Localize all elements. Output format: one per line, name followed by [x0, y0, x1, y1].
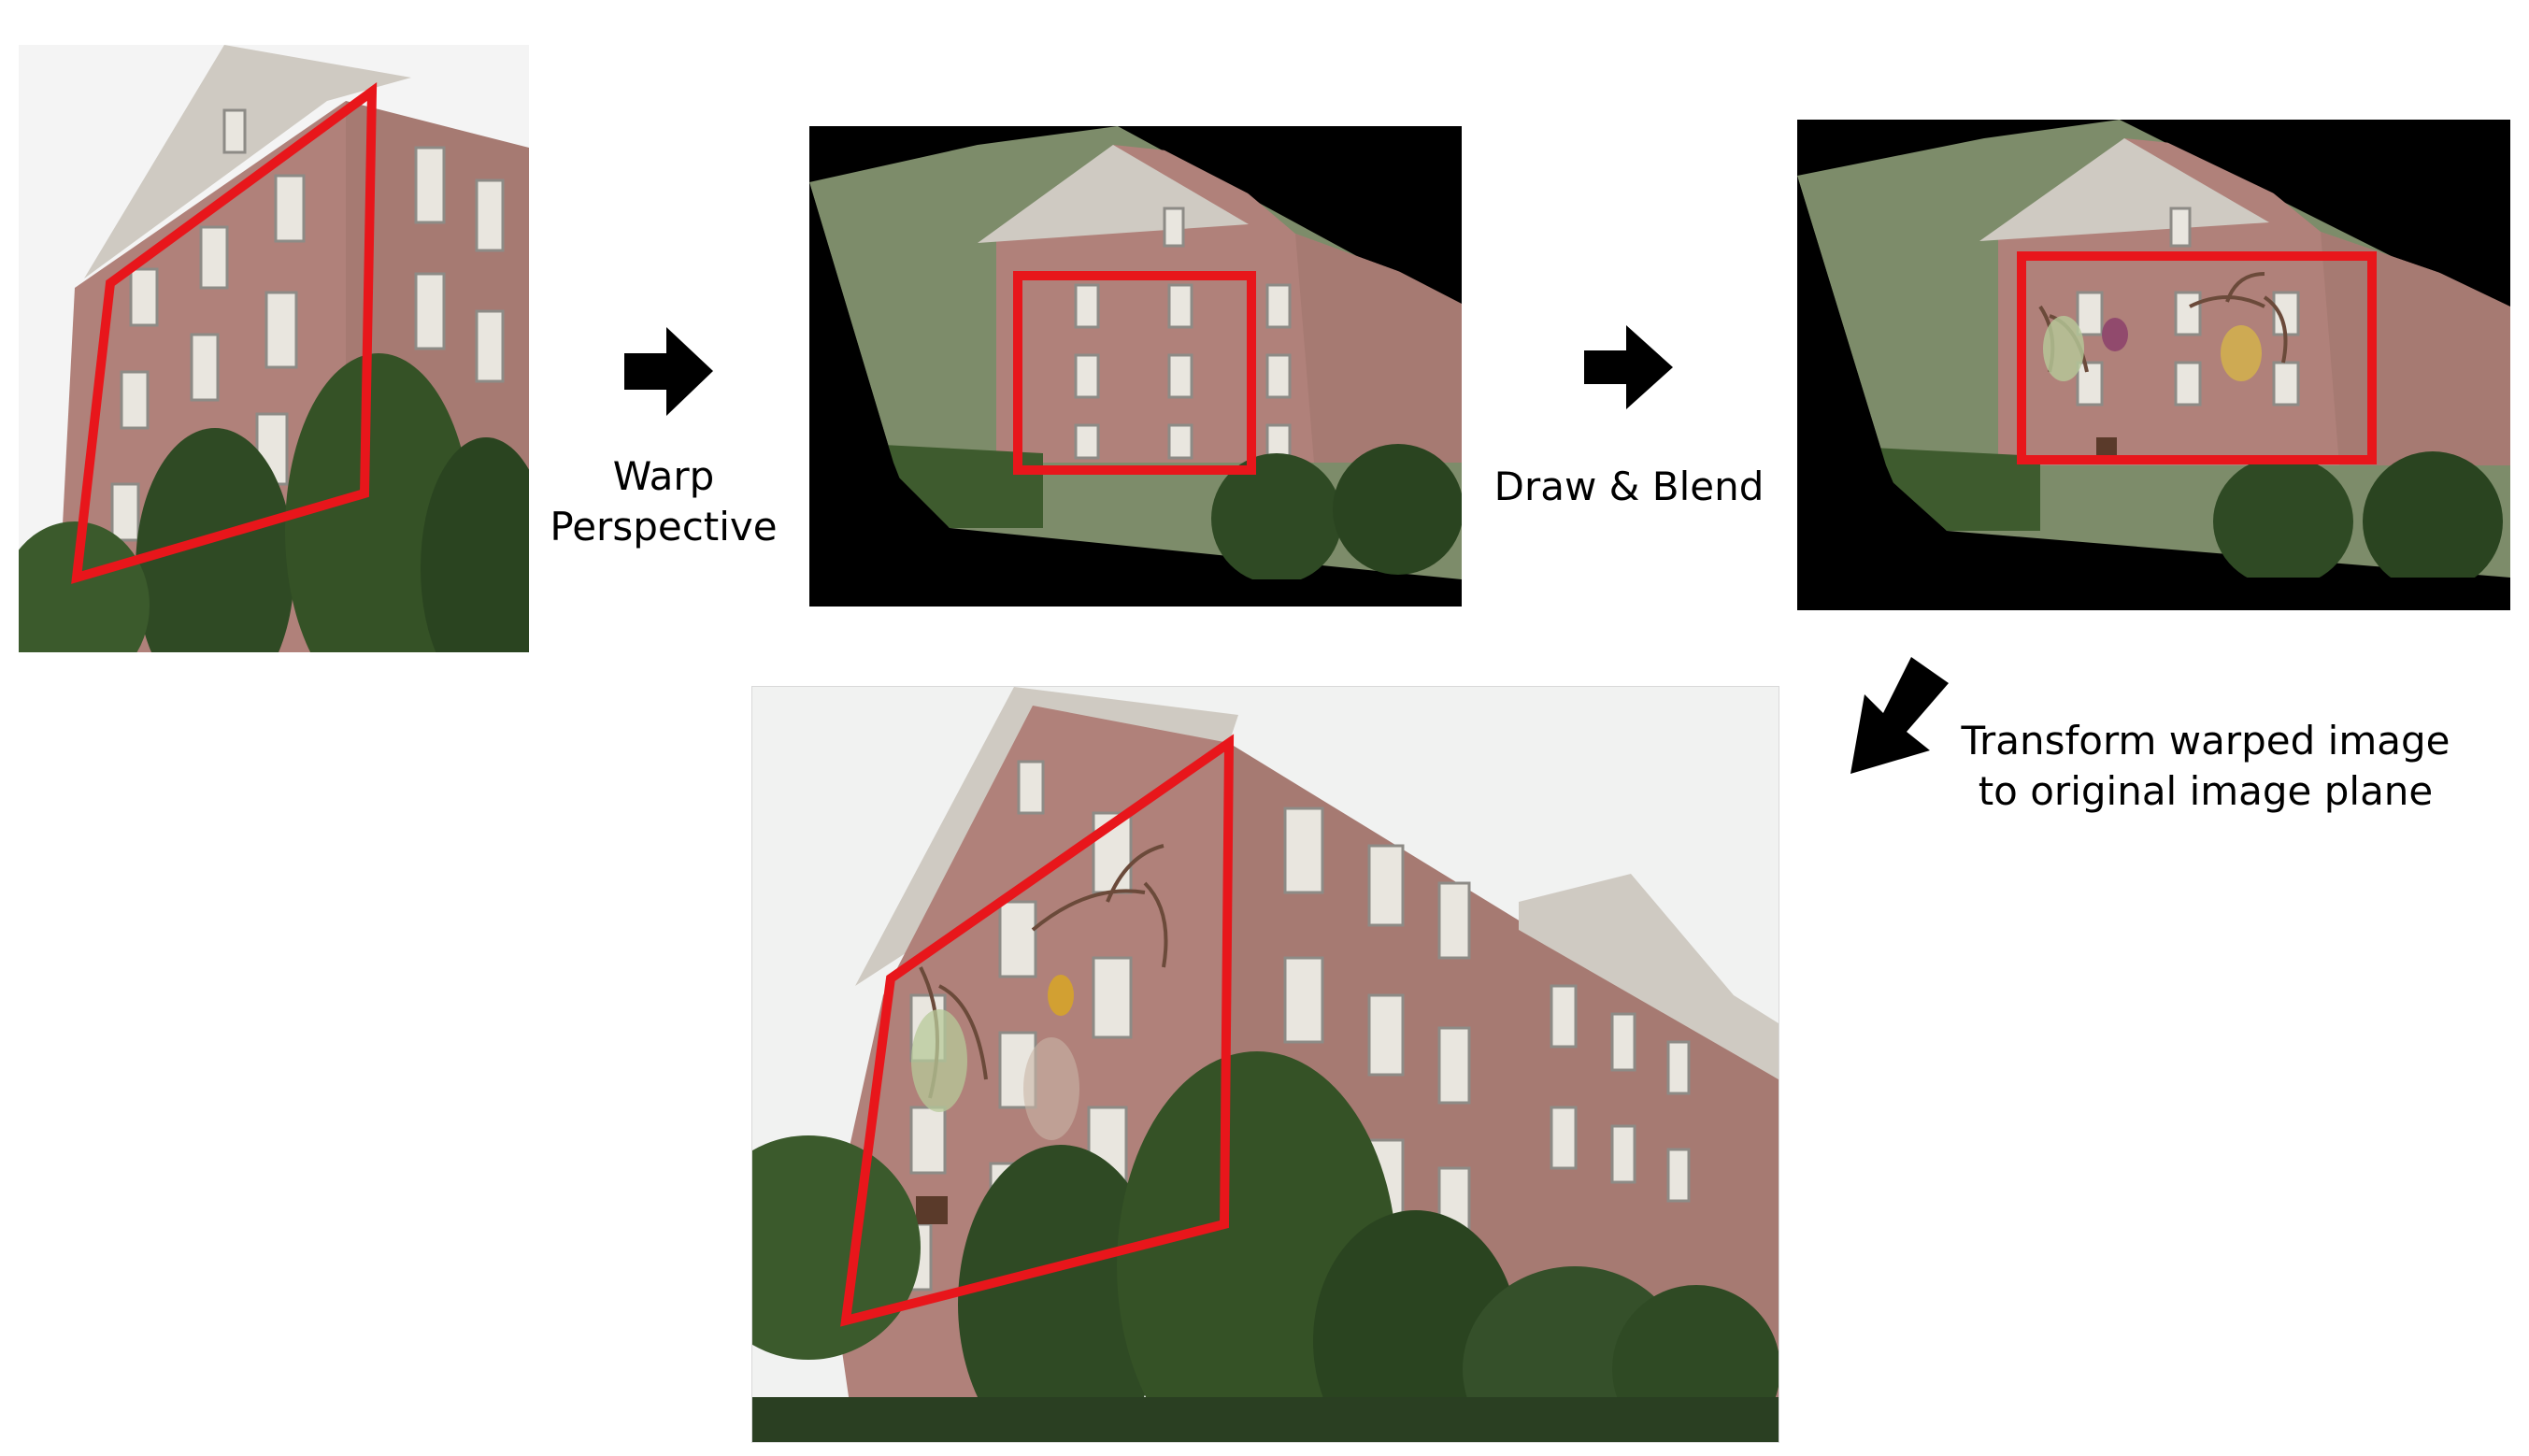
original-photo-panel — [19, 45, 529, 652]
warp-perspective-label: Warp Perspective — [550, 453, 778, 550]
final-photo-panel — [751, 686, 1779, 1443]
blended-photo-panel — [1797, 120, 2510, 610]
warped-photo-panel — [809, 126, 1462, 607]
transform-back-label: Transform warped image to original image… — [1961, 718, 2450, 814]
right-arrow-icon — [1584, 325, 1673, 409]
right-arrow-icon — [624, 327, 713, 416]
down-left-arrow-icon — [1850, 657, 1949, 774]
draw-and-blend-label: Draw & Blend — [1493, 464, 1765, 509]
